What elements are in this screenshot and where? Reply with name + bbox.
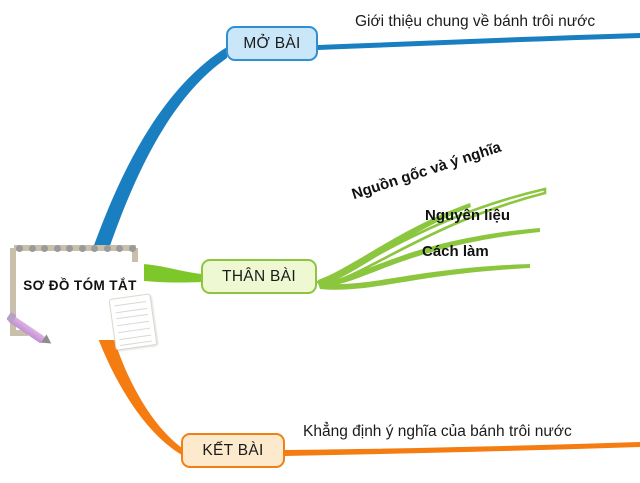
node-mo-bai[interactable]: MỞ BÀI: [226, 26, 318, 61]
subbranch-curve-nguyen-lieu: [318, 228, 540, 287]
notepad-frame-icon: [10, 248, 144, 340]
subbranch-label-nguyen-lieu: Nguyên liệu: [425, 207, 511, 224]
subbranch-fill-nguon-goc: [318, 203, 471, 286]
center-node-label: SƠ ĐỒ TÓM TẮT: [23, 278, 137, 293]
node-ket-bai[interactable]: KẾT BÀI: [181, 433, 285, 468]
branch-curve-mo-bai: [88, 47, 227, 263]
subbranch-curve-cach-lam: [318, 264, 530, 290]
notepad-binding-bar: [14, 245, 136, 251]
caption-underline-ket-bai: [285, 442, 640, 456]
sticky-note-icon: [108, 293, 158, 351]
caption-ket-bai: Khẳng định ý nghĩa của bánh trôi nước: [303, 423, 572, 440]
caption-mo-bai: Giới thiệu chung về bánh trôi nước: [355, 13, 596, 30]
subbranch-label-cach-lam: Cách làm: [422, 243, 489, 260]
branch-curve-ket-bai: [95, 329, 182, 455]
center-node[interactable]: SƠ ĐỒ TÓM TẮT: [4, 240, 154, 345]
notepad-spiral-dots-icon: [16, 241, 136, 255]
node-than-bai[interactable]: THÂN BÀI: [201, 259, 317, 294]
caption-underline-mo-bai: [318, 33, 640, 50]
pencil-icon: [6, 300, 62, 348]
branch-curve-than-bai: [128, 263, 202, 283]
